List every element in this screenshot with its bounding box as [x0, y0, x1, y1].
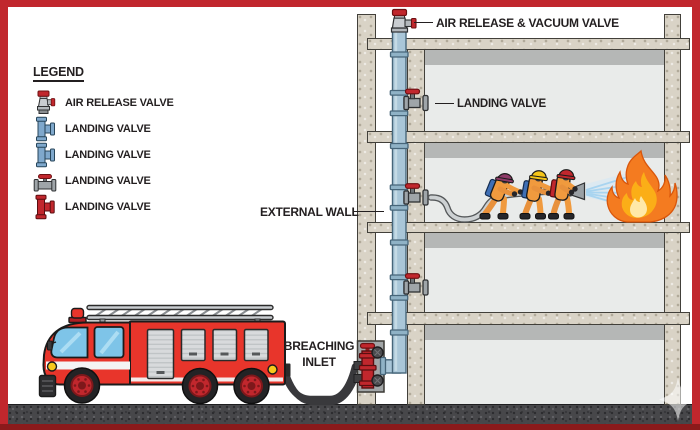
air-release-valve-icon [33, 90, 57, 116]
rear-wheel [233, 367, 270, 405]
landing-valve-blue-icon [33, 116, 57, 142]
legend-item: AIR RELEASE VALVE [33, 90, 174, 116]
room-wall [425, 65, 664, 131]
legend-item: LANDING VALVE [33, 116, 174, 142]
landing-valve-handwheel-icon [33, 168, 57, 194]
external-wall-label: EXTERNAL WALL [260, 204, 359, 219]
ceiling-shadow [425, 325, 664, 340]
beacon-light [70, 307, 85, 319]
rear-lamp [267, 364, 278, 375]
air-release-valve-label: AIR RELEASE & VACUUM VALVE [436, 16, 619, 30]
frame-bottom [0, 424, 700, 430]
middle-wheel [181, 367, 219, 405]
supply-hoses [279, 363, 359, 406]
room-wall [425, 158, 664, 222]
cab-side-window [93, 326, 125, 359]
leader-external-wall [354, 210, 384, 212]
ceiling-shadow [425, 50, 664, 65]
breaching-inlet-label: BREACHING INLET [283, 339, 355, 369]
floor-slab-1 [367, 312, 690, 325]
beacon-base [68, 316, 87, 324]
road [8, 404, 692, 426]
roller-shutters [146, 328, 269, 380]
floor-slab-3 [367, 131, 690, 143]
front-lamp [46, 361, 58, 372]
frame-top [0, 0, 700, 7]
front-grille [38, 374, 57, 398]
room-floor-4 [425, 50, 664, 131]
ladder [86, 304, 274, 325]
frame-right [692, 0, 700, 430]
roof-slab [367, 38, 690, 50]
legend-item: LANDING VALVE [33, 168, 174, 194]
room-floor-2 [425, 233, 664, 312]
front-wheel [63, 367, 101, 404]
landing-valve-label: LANDING VALVE [457, 97, 546, 110]
legend-item: LANDING VALVE [33, 142, 174, 168]
legend-item-label: AIR RELEASE VALVE [65, 97, 174, 109]
truck-cab [42, 321, 131, 386]
ceiling-shadow [425, 143, 664, 158]
side-mirror [47, 340, 53, 351]
landing-valve-blue-icon [33, 142, 57, 168]
truck-body [128, 320, 286, 386]
legend-item-label: LANDING VALVE [65, 123, 151, 135]
external-wall-column [357, 14, 376, 405]
fire-engine [38, 304, 291, 405]
legend-title: LEGEND [33, 65, 84, 82]
leader-air-release [414, 21, 433, 23]
room-wall [425, 340, 664, 404]
floor-slab-2 [367, 222, 690, 233]
legend-item-label: LANDING VALVE [65, 201, 151, 213]
windshield [50, 326, 89, 359]
air-release-vacuum-valve [390, 8, 417, 33]
legend: LEGEND AIR RELEASE VALVE [33, 63, 174, 220]
legend-item-label: LANDING VALVE [65, 175, 151, 187]
room-floor-3 [425, 143, 664, 222]
frame-left [0, 0, 8, 430]
room-wall [425, 248, 664, 312]
ceiling-shadow [425, 233, 664, 248]
landing-valve-red-icon [33, 194, 57, 220]
right-column [664, 14, 681, 405]
legend-item-label: LANDING VALVE [65, 149, 151, 161]
leader-landing-valve [435, 102, 454, 104]
legend-item: LANDING VALVE [33, 194, 174, 220]
room-ground-floor [425, 325, 664, 404]
